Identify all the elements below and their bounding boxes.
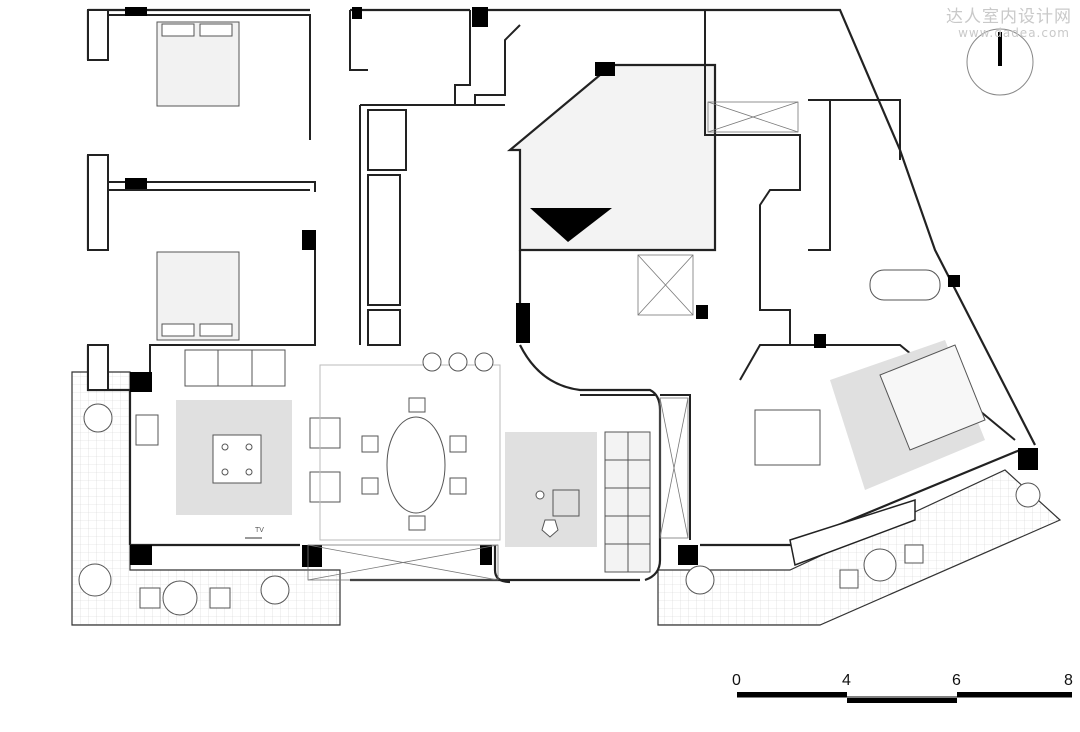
living-room	[135, 349, 341, 539]
dining-area	[319, 352, 501, 541]
bedroom-walls	[87, 9, 316, 391]
scale-label-8: 8	[1064, 672, 1073, 689]
watermark-url: www.dadea.com	[958, 26, 1070, 40]
scale-label-0: 0	[732, 672, 741, 689]
right-wing-walls	[580, 10, 1016, 540]
bed-middle-left	[156, 251, 240, 341]
service-walls	[349, 10, 521, 346]
scale-label-4: 4	[842, 672, 851, 689]
family-room	[505, 431, 651, 573]
terrace-plants	[78, 403, 1041, 616]
crossed-storage	[307, 101, 799, 581]
north-arrow-icon	[966, 28, 1034, 96]
tv-label: TV	[255, 527, 264, 534]
bed-top-left	[156, 21, 240, 107]
structural-columns	[125, 7, 1038, 567]
master-bedroom	[754, 269, 986, 567]
terrace-right	[657, 469, 1062, 626]
terraces	[71, 371, 1062, 626]
scale-label-6: 6	[952, 672, 961, 689]
watermark-text: 达人室内设计网	[946, 7, 1072, 27]
scale-bar	[737, 692, 1072, 703]
entrance-marker	[530, 208, 612, 242]
